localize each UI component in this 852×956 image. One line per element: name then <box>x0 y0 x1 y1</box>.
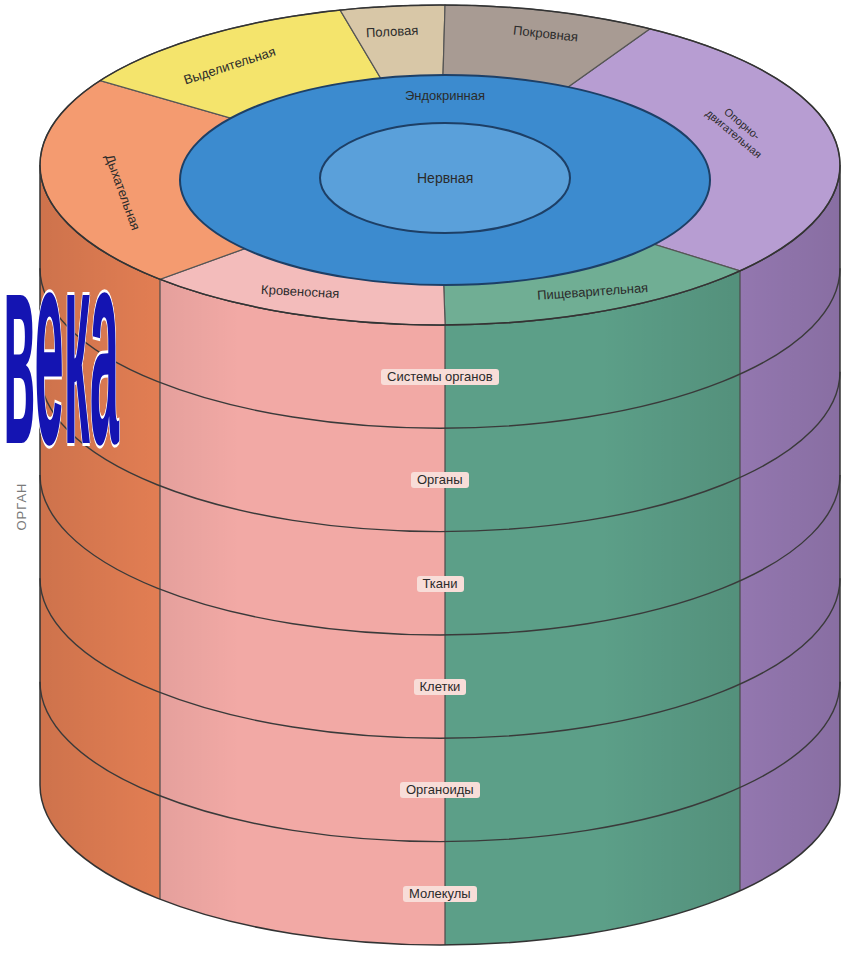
nervous-core-region: Нервная <box>414 168 476 188</box>
node-text: Половая <box>366 23 419 41</box>
top-outline <box>40 5 840 325</box>
level-divider <box>40 578 840 738</box>
endocrine-ring-region: Нервная Эндокринная <box>180 75 710 285</box>
level-band: Системы органов <box>381 369 499 386</box>
system-sector-label: Выделительная <box>179 41 282 90</box>
level-divider <box>40 372 840 532</box>
node-text: Выделительная <box>182 44 278 88</box>
node-text: Клетки <box>420 680 461 695</box>
system-sector-label: Опорно-двигательная <box>692 86 784 170</box>
node-text: Опорно-двигательная <box>695 90 780 167</box>
level-divider <box>40 475 840 635</box>
node-text: Эндокринная <box>405 89 485 104</box>
node-text: Покровная <box>512 23 578 45</box>
node-text: Пищеварительная <box>536 281 648 304</box>
system-sector-label: Покровная <box>509 21 582 47</box>
level-band: Молекулы <box>403 886 477 903</box>
side-shading <box>40 0 840 956</box>
system-sector-label: Половая <box>363 21 422 43</box>
node-text: Ткани <box>423 577 458 592</box>
title-fragment: века <box>3 206 119 486</box>
system-sector-label: Пищеварительная <box>533 278 651 305</box>
side-caption: ОРГАН <box>15 482 28 530</box>
level-band: Клетки <box>414 679 467 696</box>
cylinder-side <box>40 0 840 956</box>
node-text: Органоиды <box>406 783 474 798</box>
level-band: Органы <box>411 472 469 489</box>
node-text: Нервная <box>417 170 473 186</box>
level-band: Органоиды <box>400 782 480 799</box>
level-divider <box>40 682 840 842</box>
node-text: Молекулы <box>409 887 471 902</box>
system-sector-label: Кровеносная <box>258 280 343 303</box>
node-text: Органы <box>417 473 463 488</box>
cylinder-top <box>40 5 840 325</box>
endocrine-ring <box>180 75 710 285</box>
node-text: Системы органов <box>387 370 493 385</box>
nervous-core <box>320 123 570 233</box>
level-band: Ткани <box>417 576 464 593</box>
node-text: Кровеносная <box>261 282 340 301</box>
